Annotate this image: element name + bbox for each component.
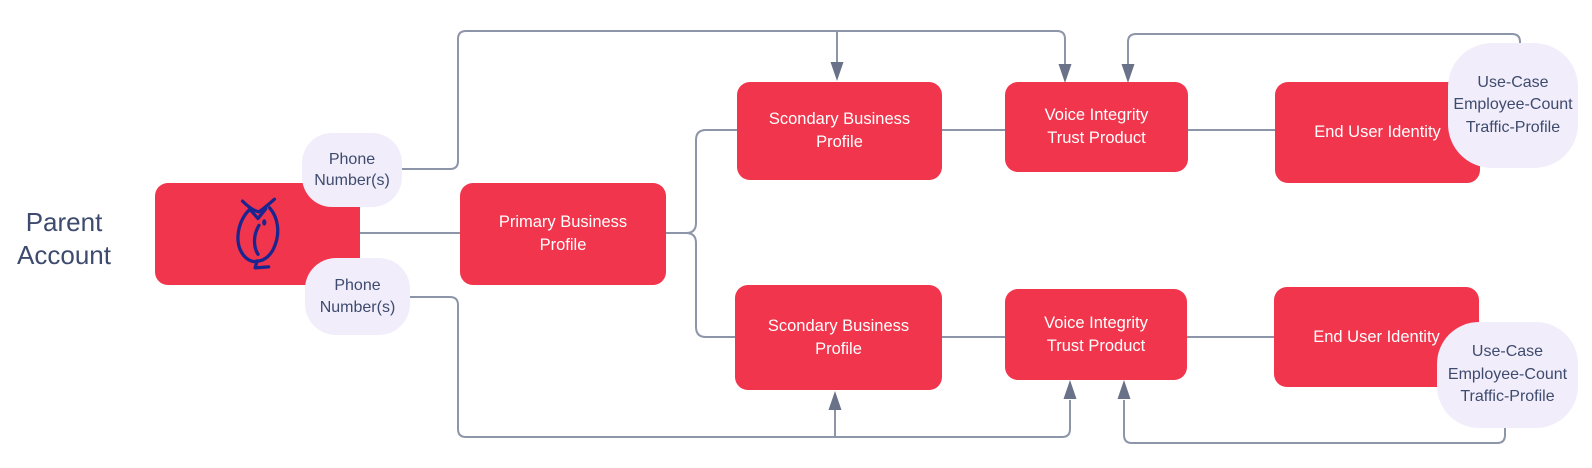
node-label: Scondary Business Profile <box>768 315 909 361</box>
node-label: Voice Integrity Trust Product <box>1045 104 1149 150</box>
bubble-phone-numbers-top[interactable]: Phone Number(s) <box>302 133 402 207</box>
bubble-label-line1: Phone <box>328 150 376 168</box>
arrowhead-into-voice-bottom-right <box>1117 380 1131 399</box>
node-primary-business-profile[interactable]: Primary Business Profile <box>460 183 666 285</box>
arrowhead-into-voice-top-right <box>1121 64 1135 83</box>
bubble-label-line2: Employee-Count <box>1447 365 1568 383</box>
parent-account-label-line2: Account <box>17 240 111 270</box>
parent-account-label: Parent Account <box>0 206 128 272</box>
node-label: Primary Business Profile <box>499 211 627 257</box>
node-label-line1: Voice Integrity <box>1044 313 1148 332</box>
edge-usecase-bottom-route <box>1123 400 1506 444</box>
edge-usecase-top-route <box>1127 33 1521 66</box>
node-end-user-identity-top[interactable]: End User Identity <box>1275 82 1480 183</box>
edge-primary-to-secondary-bottom <box>685 232 735 338</box>
bubble-phone-numbers-bottom[interactable]: Phone Number(s) <box>305 258 410 335</box>
node-label-line1: Scondary Business <box>768 110 911 128</box>
node-label: Voice Integrity Trust Product <box>1044 312 1148 358</box>
node-label-line2: Trust Product <box>1046 336 1146 355</box>
node-label-line2: Profile <box>539 236 587 254</box>
arrowhead-into-voice-top-left <box>1058 64 1072 83</box>
node-label-line1: End User Identity <box>1314 123 1441 141</box>
node-label-line2: Profile <box>816 133 863 151</box>
node-label-line1: Primary Business <box>498 213 628 231</box>
node-voice-integrity-trust-product-bottom[interactable]: Voice Integrity Trust Product <box>1005 289 1187 380</box>
node-label-line1: End User Identity <box>1313 327 1440 346</box>
bubble-use-case-top[interactable]: Use-Case Employee-Count Traffic-Profile <box>1448 43 1578 168</box>
arrowhead-into-secondary-bottom <box>828 391 842 410</box>
node-label: End User Identity <box>1313 326 1440 349</box>
arrowhead-into-voice-bottom-left <box>1063 380 1077 399</box>
bubble-label-line2: Number(s) <box>314 172 390 189</box>
node-label-line2: Profile <box>815 339 862 358</box>
bubble-label-line3: Traffic-Profile <box>1465 118 1561 136</box>
parent-account-label-line1: Parent <box>25 207 103 237</box>
node-label: Scondary Business Profile <box>769 108 910 154</box>
node-secondary-business-profile-top[interactable]: Scondary Business Profile <box>737 82 942 180</box>
node-label-line1: Scondary Business <box>767 316 910 335</box>
node-label-line1: Voice Integrity <box>1044 106 1149 124</box>
node-secondary-business-profile-bottom[interactable]: Scondary Business Profile <box>735 285 942 390</box>
bubble-use-case-bottom[interactable]: Use-Case Employee-Count Traffic-Profile <box>1437 322 1578 428</box>
edge-phone-bottom-route <box>410 296 1071 438</box>
edge-phone-top-route <box>402 30 1066 170</box>
arrowhead-into-secondary-top <box>830 62 844 81</box>
bubble-label-line3: Traffic-Profile <box>1460 388 1555 406</box>
bubble-label-line1: Use-Case <box>1477 73 1549 91</box>
bubble-label-line1: Use-Case <box>1471 343 1544 361</box>
owl-icon <box>235 197 279 270</box>
bubble-label-line1: Phone <box>334 277 381 294</box>
bubble-label-line2: Employee-Count <box>1453 96 1573 114</box>
node-label: End User Identity <box>1314 121 1441 144</box>
edge-primary-to-secondary-top <box>685 129 737 234</box>
bubble-label-line2: Number(s) <box>319 298 396 316</box>
node-voice-integrity-trust-product-top[interactable]: Voice Integrity Trust Product <box>1005 82 1188 172</box>
node-label-line2: Trust Product <box>1047 129 1146 147</box>
